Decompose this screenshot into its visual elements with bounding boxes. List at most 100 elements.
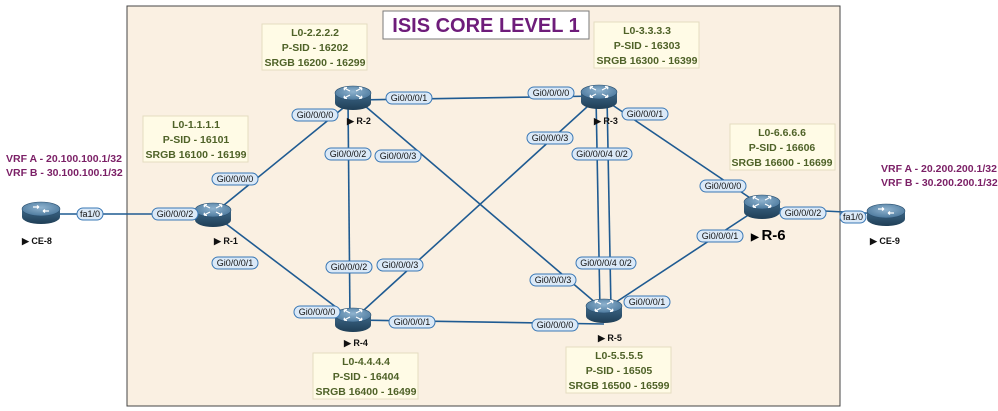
r6-name: ▶ R-6 (750, 227, 786, 244)
if-r3-g0042[interactable]: Gi0/0/0/4 0/2 (571, 147, 633, 161)
if-ce8-fa10[interactable]: fa1/0 (76, 207, 104, 221)
if-r2-g003[interactable]: Gi0/0/0/3 (374, 149, 422, 163)
r5-loopback: L0-5.5.5.5 (595, 350, 643, 362)
router-r3[interactable] (580, 84, 618, 110)
r3-psid: P-SID - 16303 (614, 40, 681, 52)
triangle-icon: ▶ (750, 232, 761, 243)
svg-text:Gi0/0/0/1: Gi0/0/0/1 (702, 231, 739, 241)
r2-psid: P-SID - 16202 (282, 42, 349, 54)
triangle-icon: ▶ (593, 116, 603, 126)
if-r6-g002[interactable]: Gi0/0/0/2 (779, 206, 827, 220)
svg-text:Gi0/0/0/0: Gi0/0/0/0 (297, 110, 334, 120)
router-icon (334, 85, 372, 111)
svg-text:Gi0/0/0/0: Gi0/0/0/0 (217, 174, 254, 184)
svg-text:Gi0/0/0/1: Gi0/0/0/1 (627, 109, 664, 119)
if-ce9-fa10[interactable]: fa1/0 (839, 210, 867, 224)
if-r2-g000[interactable]: Gi0/0/0/0 (291, 108, 339, 122)
if-r2-g001[interactable]: Gi0/0/0/1 (385, 91, 433, 105)
svg-text:Gi0/0/0/0: Gi0/0/0/0 (299, 307, 336, 317)
ce8-vrf-b: VRF B - 30.100.100.1/32 (6, 167, 123, 179)
if-r3-g001[interactable]: Gi0/0/0/1 (621, 107, 669, 121)
triangle-icon: ▶ (869, 236, 879, 246)
if-r4-g002[interactable]: Gi0/0/0/2 (325, 260, 373, 274)
if-r2-g002[interactable]: Gi0/0/0/2 (324, 147, 372, 161)
r6-info: L0-6.6.6.6 P-SID - 16606 SRGB 16600 - 16… (729, 123, 836, 171)
r2-loopback: L0-2.2.2.2 (291, 27, 339, 39)
r4-info-box (312, 352, 419, 400)
r1-srgb: SRGB 16100 - 16199 (146, 149, 247, 161)
svg-text:Gi0/0/0/2: Gi0/0/0/2 (157, 209, 194, 219)
triangle-icon: ▶ (21, 236, 31, 246)
r4-loopback: L0-4.4.4.4 (342, 356, 390, 368)
svg-text:Gi0/0/0/1: Gi0/0/0/1 (391, 93, 428, 103)
if-r1-g001[interactable]: Gi0/0/0/1 (211, 256, 259, 270)
link-r3-r5-b[interactable] (606, 95, 612, 311)
svg-text:Gi0/0/0/1: Gi0/0/0/1 (394, 317, 431, 327)
r6-srgb: SRGB 16600 - 16699 (732, 157, 833, 169)
if-r6-g000[interactable]: Gi0/0/0/0 (699, 179, 747, 193)
ce9-vrf-b: VRF B - 30.200.200.1/32 (881, 177, 998, 189)
r1-info: L0-1.1.1.1 P-SID - 16101 SRGB 16100 - 16… (142, 115, 249, 163)
if-r4-g003[interactable]: Gi0/0/0/3 (376, 258, 424, 272)
triangle-icon: ▶ (213, 236, 223, 246)
svg-text:fa1/0: fa1/0 (843, 212, 863, 222)
link-r2-r4[interactable] (347, 99, 351, 321)
interface-labels: fa1/0 Gi0/0/0/2 Gi0/0/0/0 Gi0/0/0/1 Gi0/… (76, 86, 867, 332)
link-r1-r4[interactable] (212, 213, 354, 321)
router-r2[interactable] (334, 85, 372, 111)
r1-name: ▶ R-1 (213, 236, 238, 246)
ce-router-icon (21, 201, 61, 225)
router-ce9[interactable] (866, 203, 906, 227)
ce8-vrf-a: VRF A - 20.100.100.1/32 (6, 153, 122, 165)
router-icon (580, 84, 618, 110)
r2-srgb: SRGB 16200 - 16299 (265, 57, 366, 69)
ce9-name: ▶ CE-9 (869, 236, 900, 246)
svg-text:Gi0/0/0/1: Gi0/0/0/1 (629, 297, 666, 307)
svg-text:Gi0/0/0/1: Gi0/0/0/1 (217, 258, 254, 268)
if-r6-g001[interactable]: Gi0/0/0/1 (696, 229, 744, 243)
triangle-icon: ▶ (346, 116, 356, 126)
if-r1-g000[interactable]: Gi0/0/0/0 (211, 172, 259, 186)
r3-info: L0-3.3.3.3 P-SID - 16303 SRGB 16300 - 16… (593, 21, 700, 69)
r5-name: ▶ R-5 (597, 333, 622, 343)
r4-name: ▶ R-4 (343, 338, 368, 348)
if-r5-g0042[interactable]: Gi0/0/0/4 0/2 (575, 256, 637, 270)
svg-text:Gi0/0/0/0: Gi0/0/0/0 (537, 320, 574, 330)
link-r3-r5-a[interactable] (595, 95, 601, 311)
r1-loopback: L0-1.1.1.1 (172, 119, 220, 131)
svg-text:Gi0/0/0/4 0/2: Gi0/0/0/4 0/2 (580, 258, 632, 268)
r3-info-box (593, 21, 700, 69)
if-r3-g003[interactable]: Gi0/0/0/3 (526, 131, 574, 145)
if-r1-g002[interactable]: Gi0/0/0/2 (151, 207, 199, 221)
svg-text:Gi0/0/0/3: Gi0/0/0/3 (535, 275, 572, 285)
svg-text:Gi0/0/0/2: Gi0/0/0/2 (331, 262, 368, 272)
router-r5[interactable] (585, 298, 623, 324)
link-r5-r6[interactable] (603, 205, 763, 311)
isis-core-area (126, 5, 841, 407)
r6-info-box (729, 123, 836, 171)
svg-text:Gi0/0/0/3: Gi0/0/0/3 (380, 151, 417, 161)
triangle-icon: ▶ (343, 338, 353, 348)
ce8-name: ▶ CE-8 (21, 236, 52, 246)
router-r6[interactable] (743, 194, 781, 220)
r6-psid: P-SID - 16606 (749, 142, 816, 154)
router-icon (743, 194, 781, 220)
svg-text:Gi0/0/0/0: Gi0/0/0/0 (705, 181, 742, 191)
r3-srgb: SRGB 16300 - 16399 (597, 55, 698, 67)
if-r5-g000[interactable]: Gi0/0/0/0 (531, 318, 579, 332)
svg-text:fa1/0: fa1/0 (80, 209, 100, 219)
router-ce8[interactable] (21, 201, 61, 225)
ce-router-icon (866, 203, 906, 227)
if-r5-g003[interactable]: Gi0/0/0/3 (529, 273, 577, 287)
router-r1[interactable] (194, 202, 232, 228)
router-icon (194, 202, 232, 228)
r4-srgb: SRGB 16400 - 16499 (316, 386, 417, 398)
if-r5-g001[interactable]: Gi0/0/0/1 (623, 295, 671, 309)
r2-info-box (261, 23, 368, 71)
svg-text:Gi0/0/0/2: Gi0/0/0/2 (330, 149, 367, 159)
if-r4-g001[interactable]: Gi0/0/0/1 (388, 315, 436, 329)
if-r3-g000[interactable]: Gi0/0/0/0 (527, 86, 575, 100)
router-icon (585, 298, 623, 324)
if-r4-g000[interactable]: Gi0/0/0/0 (293, 305, 341, 319)
